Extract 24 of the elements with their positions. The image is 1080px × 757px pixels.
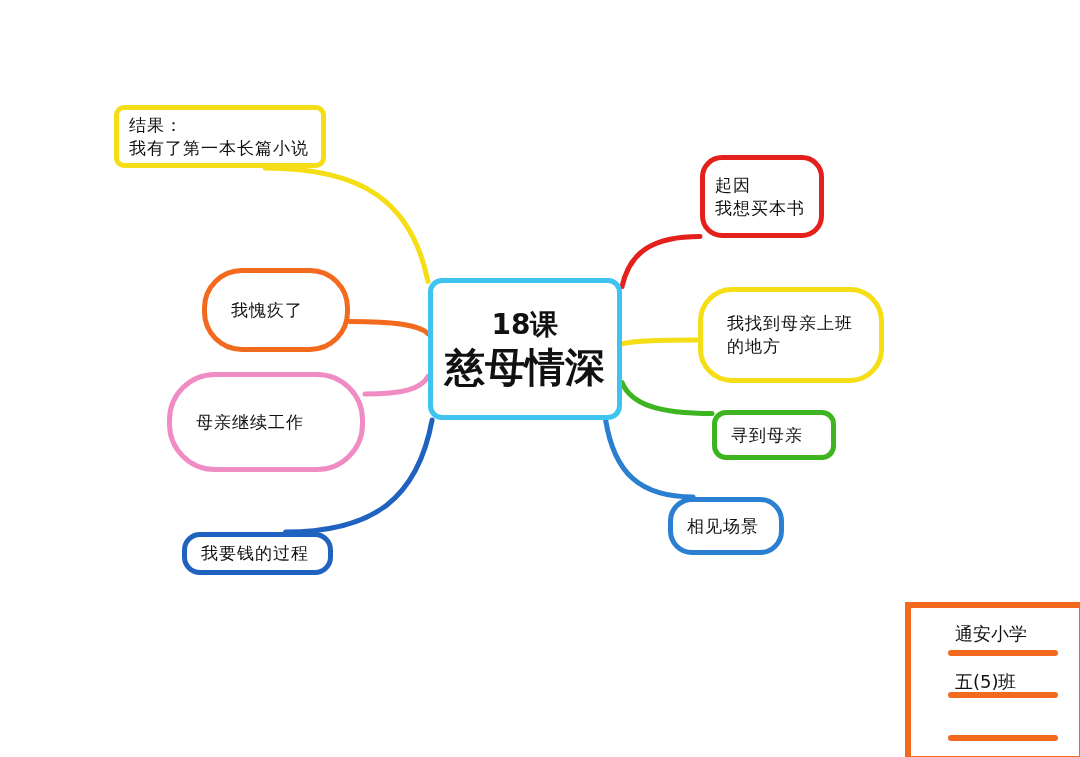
info-text: 五(5)班 <box>955 670 1017 695</box>
branch-line <box>619 233 703 290</box>
lesson-number: 18课 <box>491 306 559 342</box>
branch-bubble <box>668 497 784 555</box>
branch-bubble <box>114 105 326 168</box>
branch-text: 寻到母亲 <box>731 423 803 447</box>
branch-text: 我愧疚了 <box>231 298 303 322</box>
topic-title: 慈母情深 <box>445 342 605 392</box>
heading-text: 起因 <box>715 173 751 197</box>
branch-text: 我找到母亲上班的地方 <box>727 312 854 358</box>
branch-bubble <box>700 155 824 238</box>
branch-bubble <box>182 532 333 575</box>
branch-text: 我要钱的过程 <box>201 542 309 565</box>
branch-text: 我想买本书 <box>715 196 805 220</box>
branch-bubble <box>712 410 836 460</box>
heading-text: 结果： <box>129 113 183 137</box>
info-box <box>905 602 1080 757</box>
topic-box <box>428 278 622 420</box>
branch-line <box>283 417 435 535</box>
branch-text: 我有了第一本长篇小说 <box>129 136 309 160</box>
info-text: 通安小学 <box>955 622 1027 646</box>
branch-bubble <box>698 287 884 383</box>
branch-text: 母亲继续工作 <box>196 410 304 434</box>
branch-text: 相见场景 <box>687 514 759 538</box>
